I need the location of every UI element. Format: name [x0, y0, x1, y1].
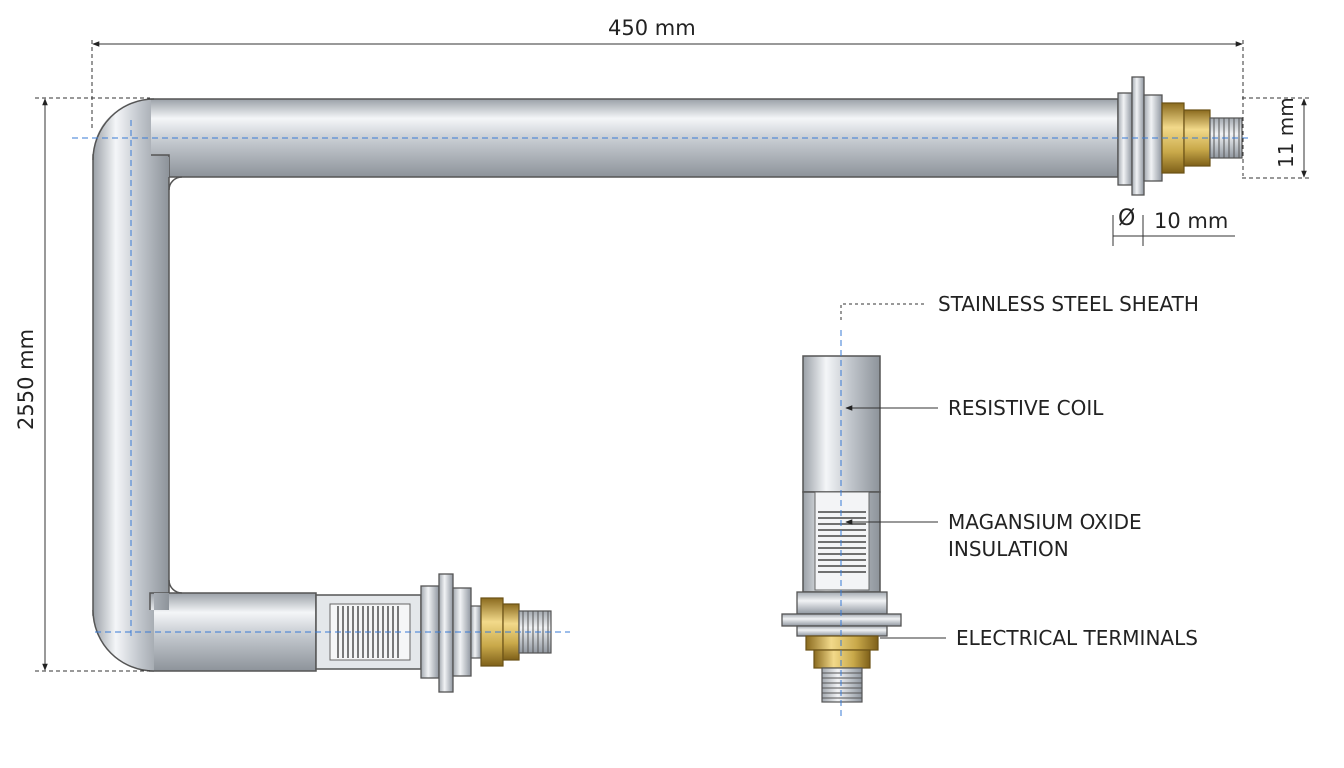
leader-lines — [840, 303, 946, 639]
detail-view — [781, 330, 902, 720]
terminal-length-label: 11 mm — [1274, 97, 1298, 168]
diameter-symbol: Ø — [1118, 206, 1136, 231]
bottom-terminal — [420, 573, 552, 693]
callout-coil: RESISTIVE COIL — [948, 396, 1104, 420]
diameter-label: 10 mm — [1154, 209, 1229, 233]
dimension-lines — [35, 40, 1312, 672]
height-dimension-label: 2550 mm — [14, 328, 38, 430]
heating-tube — [92, 98, 1119, 672]
top-terminal — [1117, 76, 1243, 196]
callout-terminals: ELECTRICAL TERMINALS — [956, 626, 1198, 650]
callout-insulation-line2: INSULATION — [948, 537, 1069, 561]
callout-insulation-line1: MAGANSIUM OXIDE — [948, 510, 1142, 534]
centerlines — [72, 120, 1250, 640]
width-dimension-label: 450 mm — [608, 16, 696, 40]
callout-sheath: STAINLESS STEEL SHEATH — [938, 292, 1199, 316]
